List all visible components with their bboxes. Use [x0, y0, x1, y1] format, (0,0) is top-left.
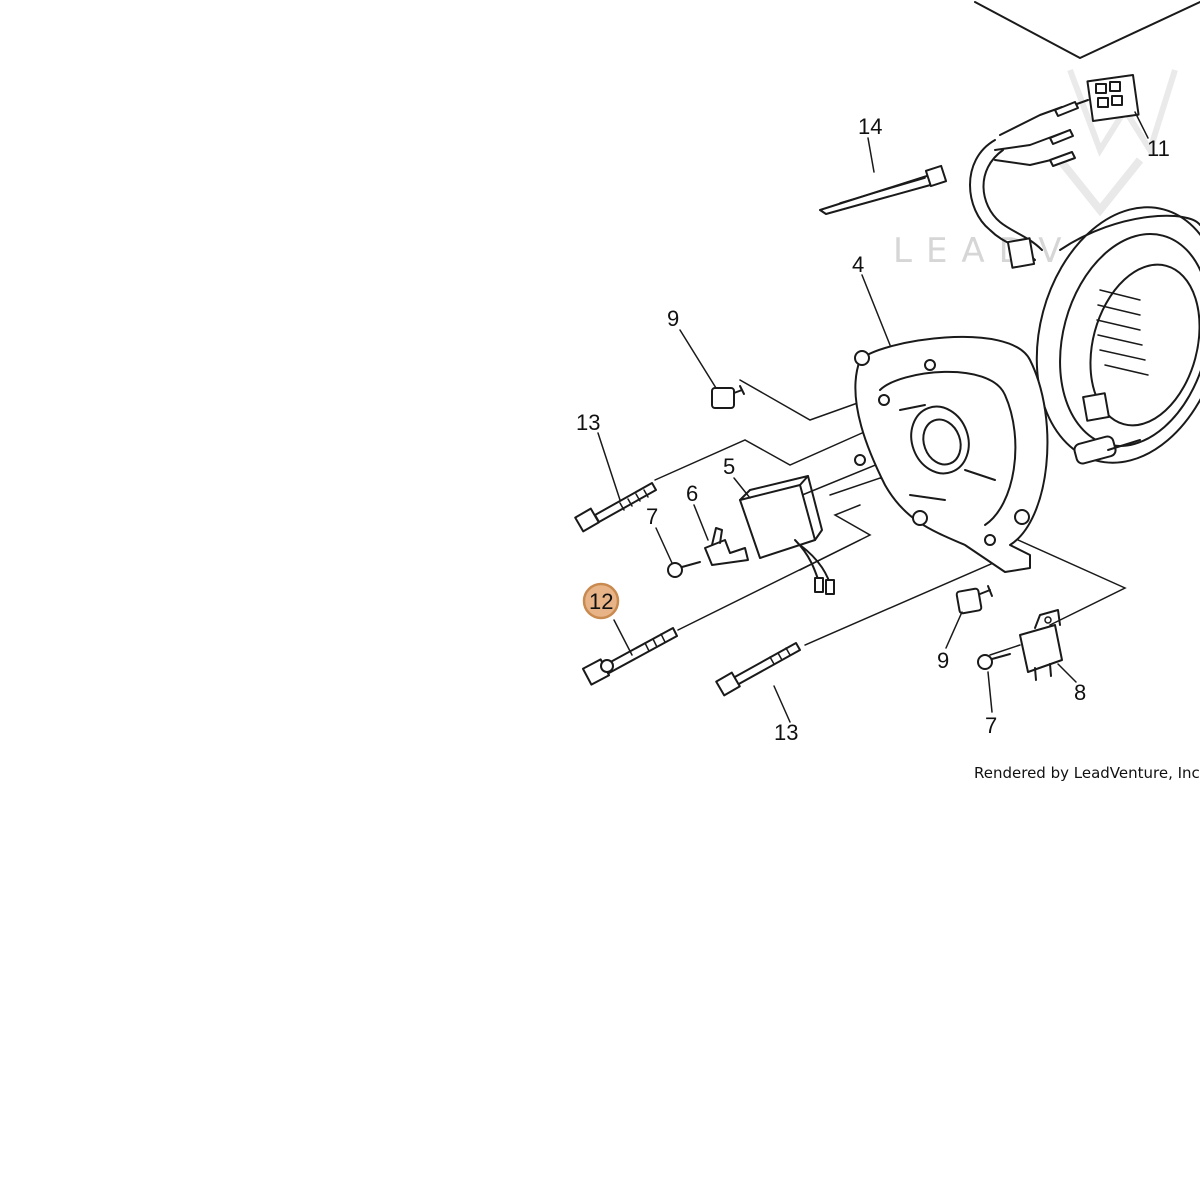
callout-7-right[interactable]: 7: [985, 713, 997, 738]
callout-4[interactable]: 4: [852, 252, 864, 277]
switch-part-9-top: [711, 385, 745, 409]
callout-13-top[interactable]: 13: [576, 410, 600, 435]
callout-leaders: [597, 111, 1149, 723]
screw-part-7-right: [977, 653, 1011, 670]
selected-part-highlight[interactable]: [582, 582, 620, 620]
module-part-5: [739, 475, 835, 595]
relay-part-8: [1019, 609, 1063, 681]
callout-14[interactable]: 14: [858, 114, 882, 139]
frame-corner: [974, 1, 1200, 59]
bolt-part-13-top: [574, 482, 657, 533]
screw-part-7-left: [667, 561, 701, 578]
callout-5[interactable]: 5: [723, 454, 735, 479]
callout-6[interactable]: 6: [686, 481, 698, 506]
cable-tie-part-14: [819, 164, 948, 215]
switch-part-9-bottom: [955, 585, 993, 615]
callout-13-bottom[interactable]: 13: [774, 720, 798, 745]
callout-7-left[interactable]: 7: [646, 504, 658, 529]
clip-part-6: [704, 527, 749, 566]
callout-9-bottom[interactable]: 9: [937, 648, 949, 673]
bolt-part-12: [581, 627, 678, 686]
stator-assembly: [1035, 206, 1200, 465]
callout-9-top[interactable]: 9: [667, 306, 679, 331]
callout-11[interactable]: 11: [1147, 136, 1170, 161]
callout-12[interactable]: 12: [589, 589, 613, 614]
callout-8[interactable]: 8: [1074, 680, 1086, 705]
bolt-part-13-bottom: [715, 642, 801, 697]
render-credit: Rendered by LeadVenture, Inc.: [974, 764, 1200, 782]
housing-part-4: [854, 335, 1049, 573]
connector-part-11: [969, 73, 1140, 269]
